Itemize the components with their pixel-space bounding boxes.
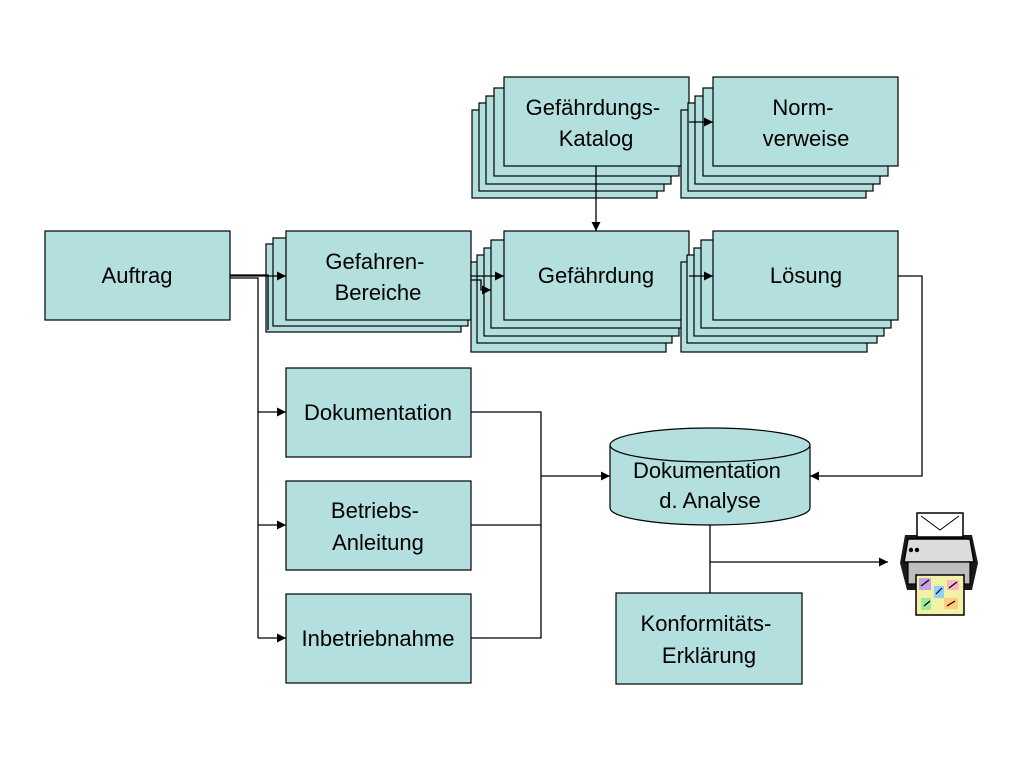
label-line: d. Analyse: [659, 488, 761, 513]
label-line: Erklärung: [662, 643, 756, 668]
label-line: Konformitäts-: [641, 611, 772, 636]
node-betriebs-anleitung: Betriebs- Anleitung: [285, 480, 472, 571]
label-normverweise: Norm- verweise: [763, 95, 850, 151]
label-line: verweise: [763, 126, 850, 151]
connectors: [230, 117, 923, 643]
label-gefaehrdung: Gefährdung: [538, 263, 654, 288]
label-line: Lösung: [770, 263, 842, 288]
label-line: Dokumentation: [633, 458, 781, 483]
label-line: Dokumentation: [304, 400, 452, 425]
label-line: Gefahren-: [325, 249, 424, 274]
label-line: Norm-: [772, 95, 833, 120]
printer-icon: [900, 512, 978, 616]
label-auftrag: Auftrag: [102, 263, 173, 288]
label-dokumentation-analyse: Dokumentation d. Analyse: [633, 458, 787, 513]
node-gefahren-bereiche: Gefahren- Bereiche: [265, 230, 472, 333]
label-gefaehrdungs-katalog: Gefährdungs- Katalog: [526, 95, 667, 151]
label-line: Betriebs-: [331, 498, 419, 523]
node-loesung: Lösung: [680, 230, 899, 353]
label-line: Katalog: [559, 126, 634, 151]
node-dokumentation: Dokumentation: [285, 367, 472, 458]
node-auftrag: Auftrag: [44, 230, 231, 321]
node-inbetriebnahme: Inbetriebnahme: [285, 593, 472, 684]
node-gefaehrdungs-katalog: Gefährdungs- Katalog: [471, 76, 690, 199]
label-line: Inbetriebnahme: [302, 626, 455, 651]
node-normverweise: Norm- verweise: [680, 76, 899, 199]
node-konformitaets-erklaerung: Konformitäts- Erklärung: [615, 592, 803, 685]
node-gefaehrdung: Gefährdung: [470, 230, 690, 353]
label-betriebs-anleitung: Betriebs- Anleitung: [331, 498, 425, 555]
label-line: Gefährdung: [538, 263, 654, 288]
label-gefahren-bereiche: Gefahren- Bereiche: [325, 249, 430, 305]
label-loesung: Lösung: [770, 263, 842, 288]
label-inbetriebnahme: Inbetriebnahme: [302, 626, 455, 651]
label-dokumentation: Dokumentation: [304, 400, 452, 425]
label-line: Bereiche: [335, 280, 422, 305]
label-line: Anleitung: [332, 530, 424, 555]
label-line: Auftrag: [102, 263, 173, 288]
label-konformitaets-erklaerung: Konformitäts- Erklärung: [641, 611, 778, 668]
label-line: Gefährdungs-: [526, 95, 661, 120]
node-dokumentation-analyse: Dokumentation d. Analyse: [609, 427, 811, 526]
